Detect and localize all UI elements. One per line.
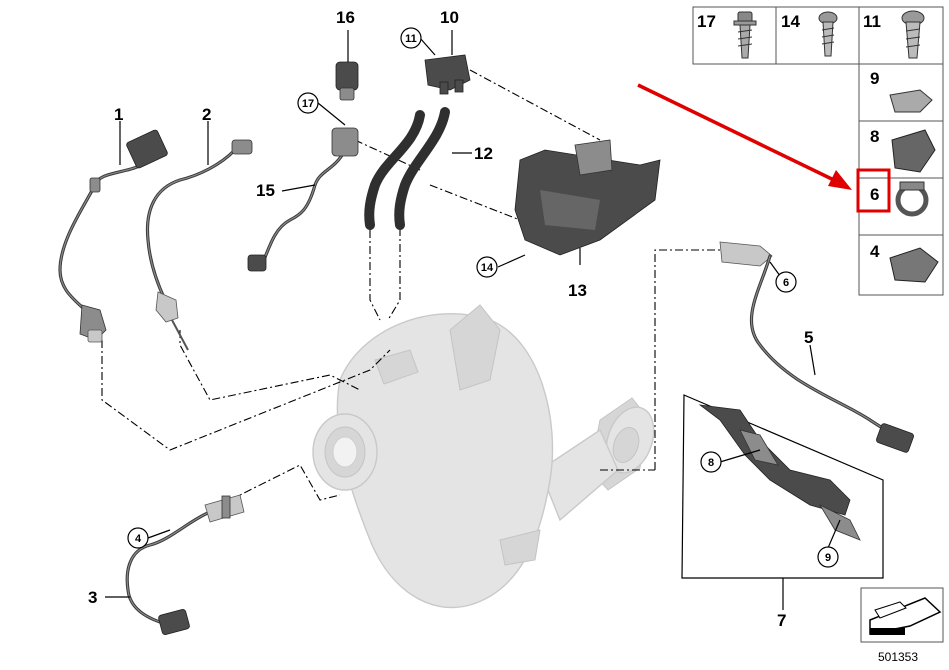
label-3: 3 (88, 588, 97, 607)
mat-symbol-icon (869, 597, 942, 635)
callout-8: 8 (700, 451, 722, 473)
part-3-exhaust-sensor (125, 494, 245, 636)
grid-cell-17: 17 (697, 11, 757, 59)
svg-text:8: 8 (708, 457, 714, 469)
part-7-inset (681, 394, 884, 579)
clamp-6-icon (895, 181, 929, 217)
svg-text:6: 6 (783, 277, 789, 289)
grid-cell-11: 11 (863, 10, 925, 59)
screw-17-icon (733, 11, 757, 59)
label-13: 13 (568, 281, 587, 300)
part-10-differential-pressure-sensor (424, 54, 471, 95)
label-15: 15 (256, 181, 275, 200)
callout-4: 4 (127, 527, 149, 549)
svg-text:4: 4 (135, 533, 142, 545)
grid-cell-14: 14 (781, 11, 838, 57)
callout-17: 17 (297, 92, 319, 114)
svg-text:8: 8 (870, 127, 879, 146)
grid-cell-8: 8 (870, 127, 936, 173)
circled-callouts: 11 17 14 6 4 8 9 (127, 27, 839, 568)
assembly-lines (101, 69, 720, 501)
clip-4-icon (889, 247, 939, 283)
reference-box: 501353 (860, 587, 944, 664)
label-16: 16 (336, 8, 355, 27)
part-16-pressure-sensor (335, 61, 359, 101)
clip-9-icon (889, 89, 933, 113)
label-5: 5 (804, 328, 813, 347)
label-10: 10 (440, 8, 459, 27)
svg-text:4: 4 (870, 242, 880, 261)
grid-cell-6: 6 (856, 168, 929, 217)
svg-text:14: 14 (481, 262, 494, 274)
part-13-bracket (514, 139, 661, 256)
svg-text:11: 11 (863, 12, 881, 31)
part-15-pressure-pipe (247, 127, 359, 272)
callout-11: 11 (400, 27, 422, 49)
callout-14: 14 (476, 256, 498, 278)
label-12: 12 (474, 144, 493, 163)
hardware-grid: 17 14 11 9 (692, 6, 944, 296)
label-7: 7 (777, 611, 786, 630)
part-5-oxygen-sensor (719, 241, 914, 453)
part-12-hoses (364, 107, 450, 230)
label-2: 2 (202, 105, 211, 124)
screw-11-icon (901, 10, 925, 59)
leader-lines (105, 30, 841, 610)
reference-number: 501353 (878, 650, 918, 664)
grid-cell-9: 9 (870, 69, 933, 113)
label-1: 1 (114, 105, 123, 124)
particulate-filter-ghost (312, 304, 655, 609)
svg-text:17: 17 (302, 98, 314, 110)
svg-text:17: 17 (697, 12, 716, 31)
highlight-arrow (637, 83, 852, 190)
callout-6: 6 (775, 271, 797, 293)
callout-9: 9 (817, 546, 839, 568)
part-labels: 1 2 3 5 7 10 12 13 15 16 (88, 8, 813, 630)
clip-8-icon (891, 129, 936, 173)
part-2-temperature-sensor (145, 139, 253, 351)
highlight-box (856, 168, 891, 213)
part-1-oxygen-sensor (58, 129, 168, 343)
screw-14-icon (818, 11, 838, 57)
svg-text:9: 9 (870, 69, 879, 88)
grid-cell-4: 4 (870, 242, 939, 283)
svg-text:6: 6 (870, 185, 879, 204)
svg-text:9: 9 (825, 552, 831, 564)
svg-text:14: 14 (781, 12, 800, 31)
svg-text:11: 11 (405, 33, 417, 45)
